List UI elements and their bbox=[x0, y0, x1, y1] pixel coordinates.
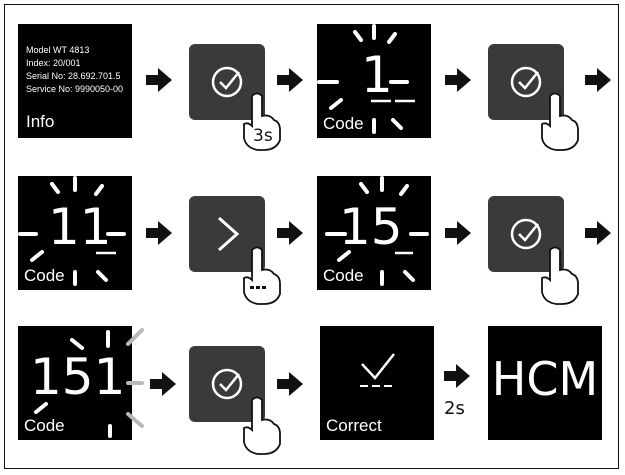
instruction-frame bbox=[4, 4, 619, 469]
check-circle-icon bbox=[211, 66, 243, 98]
code-entry-panel-4: 151 Code bbox=[18, 326, 132, 440]
code-entry-panel-1: 1 Code bbox=[317, 24, 431, 138]
index-text: Index: 20/001 bbox=[26, 58, 81, 68]
finger-press-icon bbox=[541, 246, 579, 305]
hcm-text: HCM bbox=[491, 352, 599, 406]
arrow-right-icon bbox=[585, 221, 611, 245]
arrow-right-icon bbox=[445, 68, 471, 92]
code-digit-display: 1 bbox=[361, 46, 393, 104]
blink-rays-icon bbox=[126, 328, 144, 428]
check-circle-icon bbox=[211, 368, 243, 400]
check-mark-icon bbox=[360, 353, 395, 387]
wait-duration-2s: 2s bbox=[444, 398, 465, 419]
code-digit-display: 15 bbox=[339, 198, 403, 256]
correct-display-panel: Correct bbox=[320, 326, 434, 440]
blink-rays-icon bbox=[34, 330, 112, 438]
arrow-right-icon bbox=[585, 68, 611, 92]
finger-press-icon bbox=[541, 92, 579, 151]
code-label: Code bbox=[24, 416, 65, 435]
arrow-right-icon bbox=[277, 221, 303, 245]
arrow-right-icon bbox=[277, 372, 303, 396]
code-entry-panel-3: 15 Code bbox=[317, 176, 431, 290]
arrow-right-icon bbox=[445, 221, 471, 245]
correct-label: Correct bbox=[326, 416, 382, 435]
blink-rays-icon bbox=[317, 24, 415, 134]
code-digit-display: 11 bbox=[48, 198, 112, 256]
serial-text: Serial No: 28.692.701.5 bbox=[26, 71, 121, 81]
blink-rays-icon bbox=[18, 176, 126, 286]
blink-rays-icon bbox=[325, 176, 429, 286]
check-circle-icon bbox=[510, 218, 542, 250]
info-display-panel: Model WT 4813 Index: 20/001 Serial No: 2… bbox=[18, 24, 132, 138]
device-info-text: Model WT 4813 Index: 20/001 Serial No: 2… bbox=[26, 44, 123, 96]
code-label: Code bbox=[323, 114, 364, 133]
press-duration-3s: 3s bbox=[253, 126, 273, 146]
arrow-right-icon bbox=[444, 364, 470, 388]
finger-press-icon bbox=[243, 92, 281, 151]
info-label: Info bbox=[26, 112, 55, 131]
code-digit-display: 151 bbox=[30, 348, 126, 406]
arrow-right-icon bbox=[146, 221, 172, 245]
code-entry-panel-2: 11 Code bbox=[18, 176, 132, 290]
finger-press-icon bbox=[243, 396, 281, 455]
model-text: Model WT 4813 bbox=[26, 45, 90, 55]
check-circle-icon bbox=[510, 66, 542, 98]
hcm-display-panel: HCM bbox=[488, 326, 602, 440]
chevron-right-icon bbox=[218, 216, 240, 252]
code-label: Code bbox=[24, 266, 65, 285]
code-label: Code bbox=[323, 266, 364, 285]
arrow-right-icon bbox=[146, 68, 172, 92]
service-text: Service No: 9990050-00 bbox=[26, 84, 124, 94]
arrow-right-icon bbox=[277, 68, 303, 92]
arrow-right-icon bbox=[150, 372, 176, 396]
finger-press-icon bbox=[243, 246, 281, 305]
